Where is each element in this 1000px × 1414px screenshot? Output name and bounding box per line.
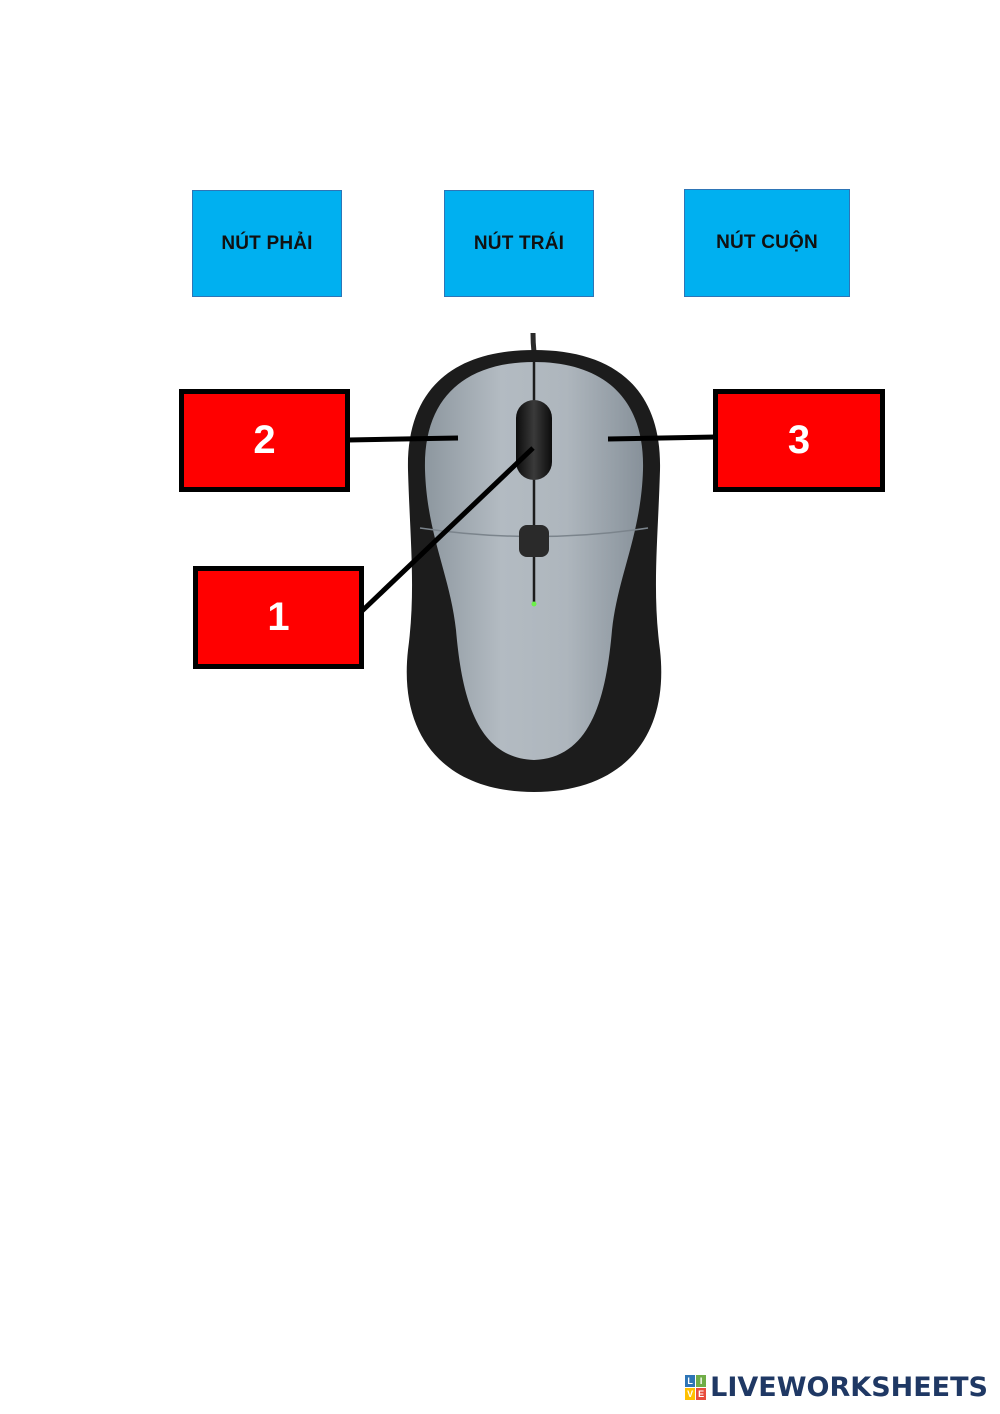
drop-target-1[interactable]: 1 [193, 566, 364, 669]
drop-target-3[interactable]: 3 [713, 389, 885, 492]
drop-target-number: 1 [267, 595, 289, 640]
logo-letter: I [696, 1375, 706, 1387]
leader-line-1 [362, 448, 533, 611]
liveworksheets-brand: L I V E LIVEWORKSHEETS [685, 1372, 988, 1403]
leader-line-3 [608, 437, 716, 439]
drop-target-2[interactable]: 2 [179, 389, 350, 492]
drop-target-number: 2 [253, 418, 275, 463]
logo-letter: V [685, 1388, 695, 1400]
logo-letter: L [685, 1375, 695, 1387]
logo-letter: E [696, 1388, 706, 1400]
liveworksheets-logo-icon: L I V E [685, 1375, 706, 1400]
leader-line-2 [348, 438, 458, 440]
brand-text: LIVEWORKSHEETS [710, 1372, 988, 1403]
drop-target-number: 3 [788, 418, 810, 463]
